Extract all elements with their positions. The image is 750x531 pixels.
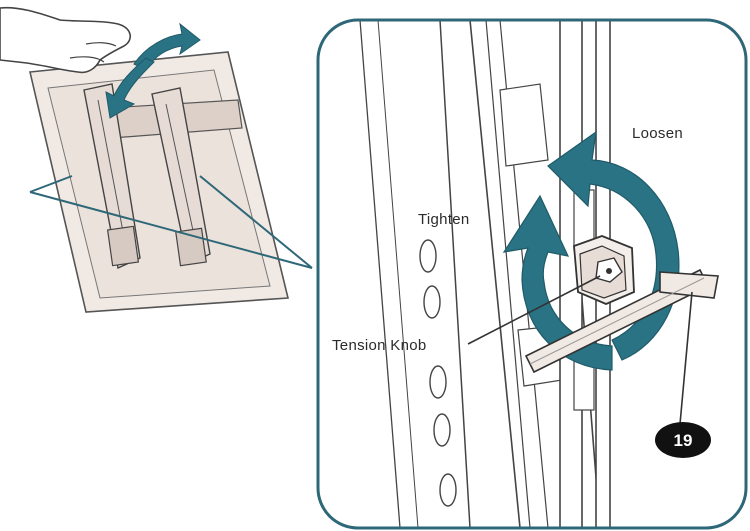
part-number-leader xyxy=(679,291,693,425)
loosen-label: Loosen xyxy=(632,125,683,142)
pointer-line-a xyxy=(29,175,73,193)
pointer-line-b xyxy=(29,191,313,269)
tension-knob xyxy=(573,235,635,305)
tighten-arrow-icon xyxy=(502,194,613,371)
plate-slot xyxy=(429,365,447,399)
detail-panel: Loosen Tighten Tension Knob 19 xyxy=(316,18,748,530)
part-number-badge: 19 xyxy=(655,422,711,458)
knob-center xyxy=(606,268,612,274)
detail-panel-frame xyxy=(316,18,748,530)
arm-tab-upper xyxy=(499,83,549,167)
plate-slot xyxy=(433,413,451,447)
hand-finger-line xyxy=(69,56,105,63)
hand-finger-line-2 xyxy=(85,42,117,47)
plate-edge-2 xyxy=(377,20,419,528)
overview-illustration xyxy=(0,6,313,313)
hand-icon xyxy=(0,6,131,74)
part-number-text: 19 xyxy=(674,431,693,450)
wall-plate-slots xyxy=(419,239,457,507)
detail-wall-plate xyxy=(318,20,471,528)
plate-edge-1 xyxy=(359,20,401,528)
plate-slot xyxy=(419,239,437,273)
right-arm-foot xyxy=(175,227,207,267)
hex-key-icon xyxy=(524,268,719,374)
tighten-label: Tighten xyxy=(418,211,470,228)
pointer-line-c xyxy=(199,175,313,269)
rotate-arrow-down-icon xyxy=(105,57,155,119)
plate-slot xyxy=(439,473,457,507)
tension-knob-leader xyxy=(467,275,601,345)
plate-slot xyxy=(423,285,441,319)
tension-knob-label: Tension Knob xyxy=(332,337,427,354)
rotate-arrow-icon xyxy=(133,22,201,71)
arm-edge-1 xyxy=(485,20,531,528)
left-arm-foot xyxy=(106,225,140,267)
